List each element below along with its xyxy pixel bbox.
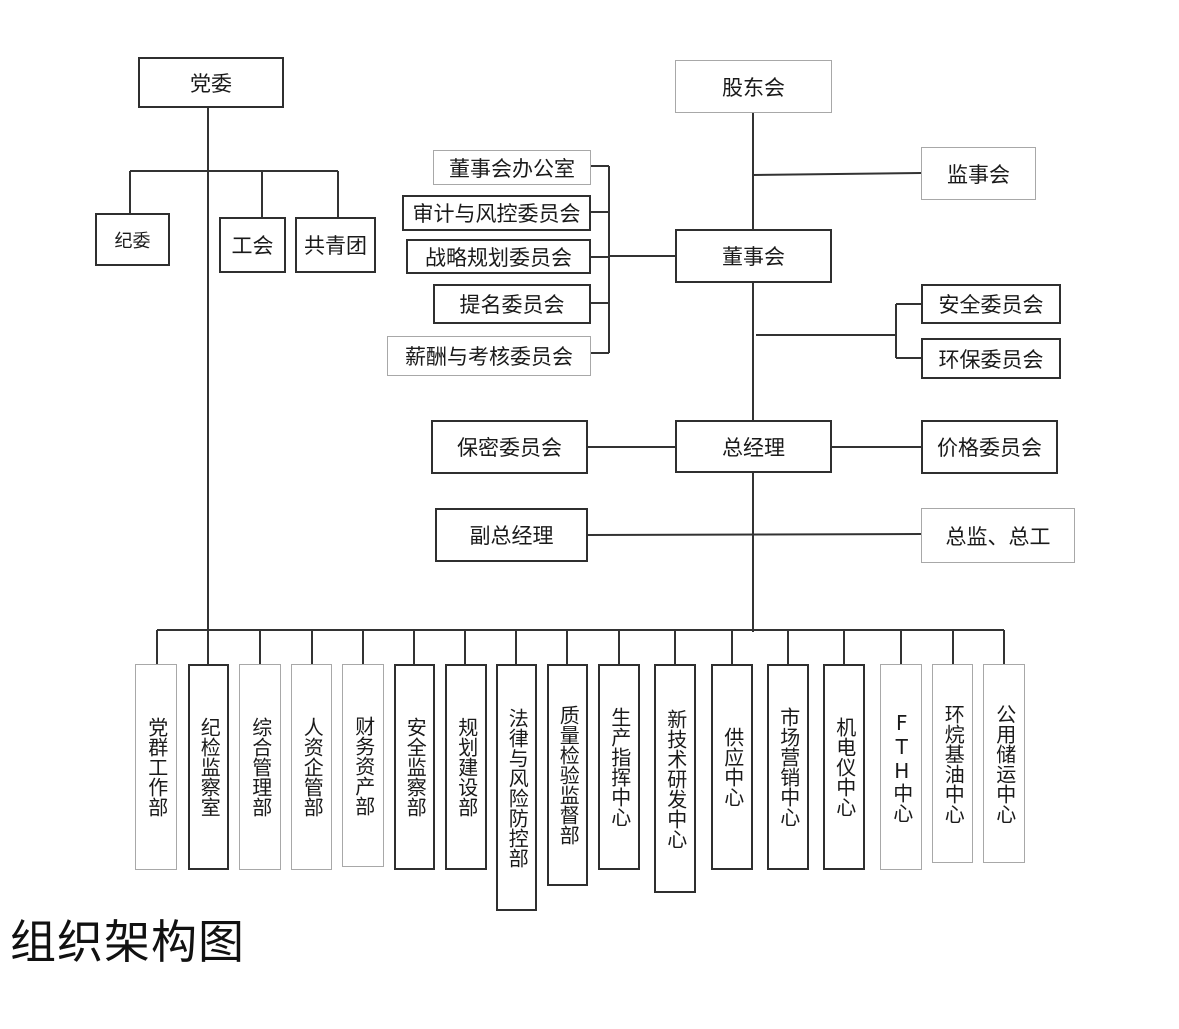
- dept-marketing: 市场营销中心: [767, 664, 809, 870]
- dept-discipline-office: 纪检监察室: [188, 664, 229, 870]
- dept-utilities-storage: 公用储运中心: [983, 664, 1025, 863]
- dept-new-tech-rd: 新技术研发中心: [654, 664, 696, 893]
- node-audit-risk-committee: 审计与风控委员会: [402, 195, 591, 231]
- node-pricing-committee: 价格委员会: [921, 420, 1058, 474]
- dept-party-affairs: 党群工作部: [135, 664, 177, 870]
- node-party-committee: 党委: [138, 57, 284, 108]
- dept-mechanical-electrical: 机电仪中心: [823, 664, 865, 870]
- node-trade-union: 工会: [219, 217, 286, 273]
- dept-production-command: 生产指挥中心: [598, 664, 640, 870]
- node-confidentiality-committee: 保密委员会: [431, 420, 588, 474]
- dept-planning-construction: 规划建设部: [445, 664, 487, 870]
- node-board-office: 董事会办公室: [433, 150, 591, 185]
- node-shareholders: 股东会: [675, 60, 832, 113]
- dept-naphthenic-oil: 环烷基油中心: [932, 664, 973, 863]
- node-strategy-committee: 战略规划委员会: [406, 239, 591, 274]
- dept-hr-enterprise: 人资企管部: [291, 664, 332, 870]
- node-safety-committee: 安全委员会: [921, 284, 1061, 324]
- dept-fth: FTH中心: [880, 664, 922, 870]
- node-youth-league: 共青团: [295, 217, 376, 273]
- dept-safety-supervision: 安全监察部: [394, 664, 435, 870]
- node-discipline-committee: 纪委: [95, 213, 170, 266]
- node-chief-engineer: 总监、总工: [921, 508, 1075, 563]
- node-supervisors: 监事会: [921, 147, 1036, 200]
- node-board: 董事会: [675, 229, 832, 283]
- node-environment-committee: 环保委员会: [921, 338, 1061, 379]
- page-title: 组织架构图: [10, 915, 245, 969]
- node-deputy-gm: 副总经理: [435, 508, 588, 562]
- dept-supply: 供应中心: [711, 664, 753, 870]
- node-general-manager: 总经理: [675, 420, 832, 473]
- dept-quality-inspection: 质量检验监督部: [547, 664, 588, 886]
- dept-finance-assets: 财务资产部: [342, 664, 384, 867]
- node-compensation-committee: 薪酬与考核委员会: [387, 336, 591, 376]
- node-nomination-committee: 提名委员会: [433, 284, 591, 324]
- dept-legal-risk: 法律与风险防控部: [496, 664, 537, 911]
- dept-general-management: 综合管理部: [239, 664, 281, 870]
